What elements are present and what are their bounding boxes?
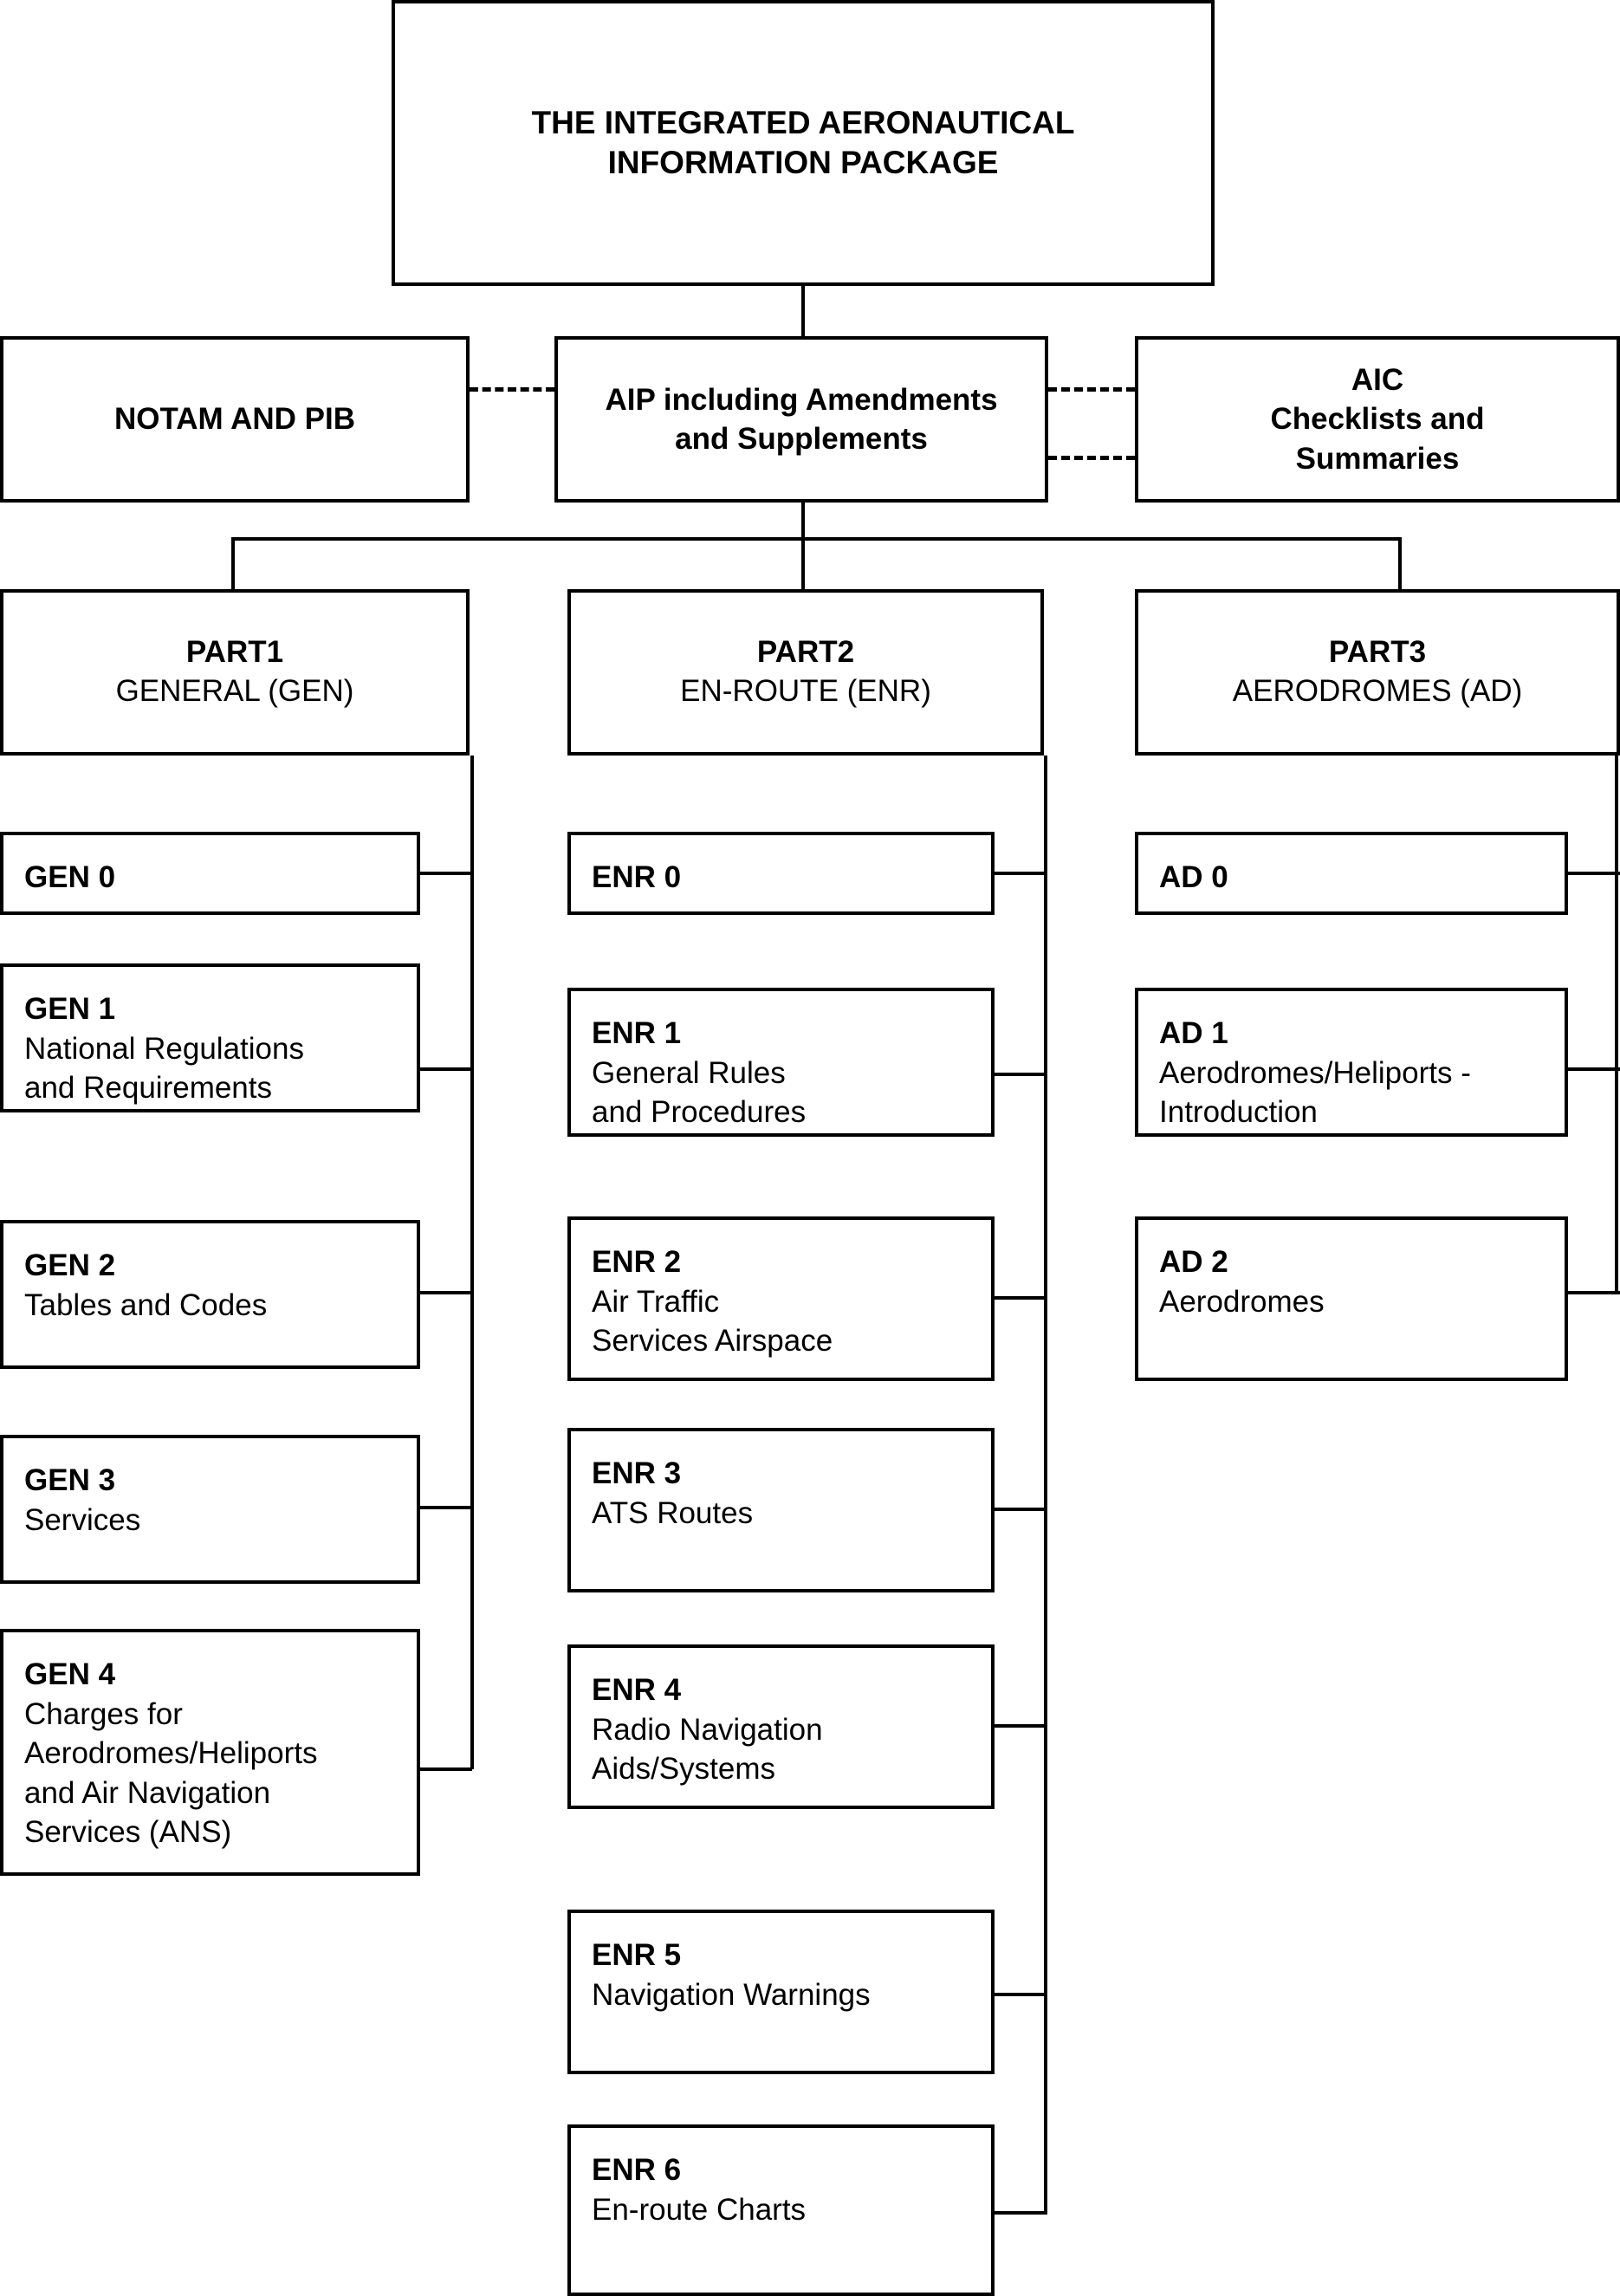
enr-6-desc: En-route Charts [592,2192,807,2227]
aic-box: AIC Checklists and Summaries [1135,336,1620,503]
gen-4-connector [420,1767,472,1771]
enr-2-code: ENR 2 [592,1245,682,1279]
enr-3-code: ENR 3 [592,1456,682,1490]
enr-5-code: ENR 5 [592,1938,682,1972]
connector-parts-bus [231,537,1402,541]
enr-3-desc: ATS Routes [592,1495,754,1530]
part1-title: PART1 [185,635,284,670]
enr-1-code: ENR 1 [592,1016,682,1050]
notam-and-pib-label: NOTAM AND PIB [113,402,356,437]
enr-3-box: ENR 3 ATS Routes [567,1428,995,1592]
part1-box: PART1 GENERAL (GEN) [0,589,470,756]
ad-2-connector [1568,1291,1620,1294]
connector-bus-to-part1 [231,537,235,589]
part1-subtitle: GENERAL (GEN) [115,674,354,708]
part2-title: PART2 [756,635,855,670]
gen-0-box: GEN 0 [0,832,420,915]
enr-5-desc: Navigation Warnings [592,1977,871,2012]
title-box: THE INTEGRATED AERONAUTICAL INFORMATION … [392,0,1215,286]
part3-box: PART3 AERODROMES (AD) [1135,589,1620,756]
gen-4-desc: Charges for Aerodromes/Heliports and Air… [24,1696,318,1850]
enr-0-code: ENR 0 [592,860,682,894]
gen-0-connector [420,872,472,875]
enr-4-desc: Radio Navigation Aids/Systems [592,1712,823,1787]
enr-2-desc: Air Traffic Services Airspace [592,1284,833,1359]
gen-bus-line [470,756,474,1769]
part3-title: PART3 [1328,635,1427,670]
gen-2-code: GEN 2 [24,1249,116,1282]
dashed-link-aip-aic-upper [1048,387,1135,392]
ad-2-box: AD 2 Aerodromes [1135,1216,1568,1381]
ad-1-desc: Aerodromes/Heliports - Introduction [1159,1055,1471,1130]
ad-bus-line [1615,756,1618,1293]
enr-6-connector [995,2211,1047,2215]
enr-5-box: ENR 5 Navigation Warnings [567,1910,995,2074]
ad-1-connector [1568,1067,1620,1071]
enr-5-connector [995,1993,1047,1996]
dashed-link-notam-aip [470,387,554,392]
gen-1-connector [420,1067,472,1071]
part2-subtitle: EN-ROUTE (ENR) [680,674,931,708]
aip-box: AIP including Amendments and Supplements [554,336,1048,503]
notam-and-pib-box: NOTAM AND PIB [0,336,470,503]
ad-1-code: AD 1 [1159,1016,1228,1050]
connector-bus-to-part2 [801,537,805,589]
enr-4-box: ENR 4 Radio Navigation Aids/Systems [567,1644,995,1809]
ad-2-code: AD 2 [1159,1245,1228,1279]
enr-4-connector [995,1724,1047,1728]
enr-bus-line [1044,756,1047,2215]
gen-3-desc: Services [24,1502,141,1537]
gen-2-connector [420,1291,472,1294]
connector-bus-to-part3 [1398,537,1402,589]
ad-0-box: AD 0 [1135,832,1568,915]
gen-3-box: GEN 3 Services [0,1435,420,1584]
enr-2-box: ENR 2 Air Traffic Services Airspace [567,1216,995,1381]
enr-1-desc: General Rules and Procedures [592,1055,807,1130]
enr-0-box: ENR 0 [567,832,995,915]
ad-1-box: AD 1 Aerodromes/Heliports - Introduction [1135,988,1568,1137]
aic-label: AIC Checklists and Summaries [1270,362,1485,476]
gen-2-box: GEN 2 Tables and Codes [0,1220,420,1369]
gen-2-desc: Tables and Codes [24,1287,268,1322]
gen-4-code: GEN 4 [24,1657,116,1691]
enr-1-connector [995,1073,1047,1076]
aip-label: AIP including Amendments and Supplements [605,382,998,457]
enr-0-connector [995,872,1047,875]
ad-2-desc: Aerodromes [1159,1284,1325,1319]
part2-box: PART2 EN-ROUTE (ENR) [567,589,1044,756]
title-box-label: THE INTEGRATED AERONAUTICAL INFORMATION … [531,104,1075,180]
gen-1-box: GEN 1 National Regulations and Requireme… [0,963,420,1112]
gen-3-code: GEN 3 [24,1463,116,1497]
enr-6-box: ENR 6 En-route Charts [567,2124,995,2296]
gen-1-code: GEN 1 [24,992,116,1026]
connector-aip-down [801,503,805,537]
enr-6-code: ENR 6 [592,2153,682,2187]
enr-2-connector [995,1296,1047,1300]
enr-1-box: ENR 1 General Rules and Procedures [567,988,995,1137]
dashed-link-aip-aic-lower [1048,456,1135,460]
part3-subtitle: AERODROMES (AD) [1232,674,1523,708]
ad-0-code: AD 0 [1159,860,1228,894]
enr-3-connector [995,1508,1047,1511]
gen-4-box: GEN 4 Charges for Aerodromes/Heliports a… [0,1629,420,1876]
connector-title-to-aip [801,286,805,336]
gen-1-desc: National Regulations and Requirements [24,1031,304,1106]
ad-0-connector [1568,872,1620,875]
gen-3-connector [420,1506,472,1509]
enr-4-code: ENR 4 [592,1673,682,1707]
gen-0-code: GEN 0 [24,860,116,894]
